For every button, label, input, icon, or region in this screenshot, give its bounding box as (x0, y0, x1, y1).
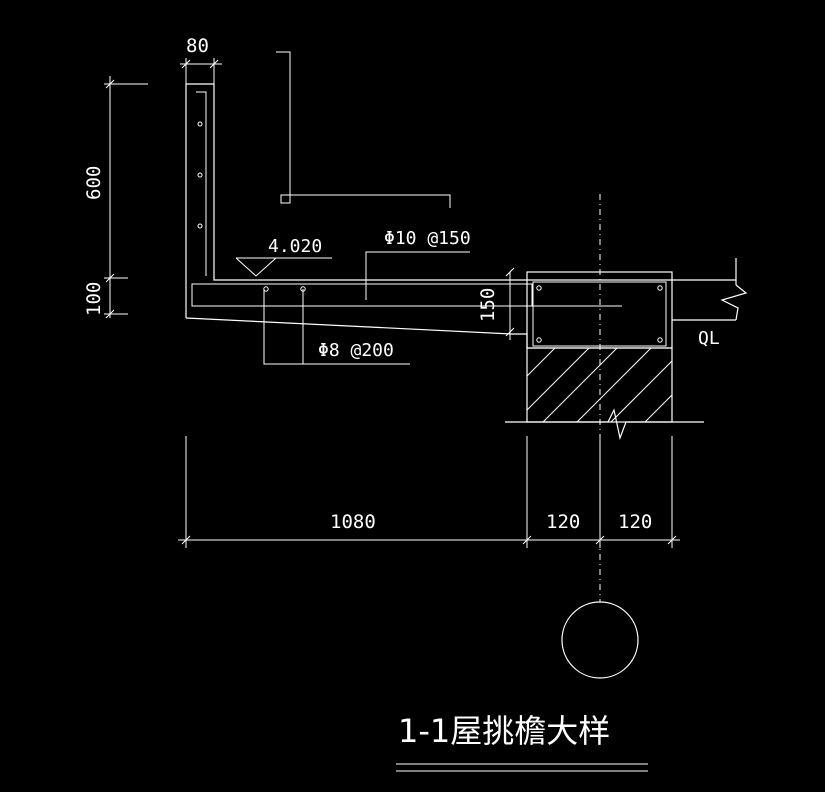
dimension-lines (104, 58, 680, 548)
dim-slab-thickness: 100 (83, 282, 105, 316)
elevation-marker (235, 257, 332, 277)
dim-half-wall-right: 120 (618, 511, 652, 533)
axis-bubble (561, 601, 639, 679)
top-rebar-label: Φ10 @150 (384, 228, 471, 249)
beam-label: QL (698, 328, 720, 349)
dim-overhang-length: 1080 (330, 511, 376, 533)
dim-beam-depth: 150 (477, 288, 499, 322)
leader-lines (263, 51, 470, 365)
dim-parapet-height: 600 (83, 166, 105, 200)
drawing-title: 1-1屋挑檐大样 (398, 712, 610, 750)
elevation-label: 4.020 (268, 236, 322, 257)
bottom-rebar-label: Φ8 @200 (318, 340, 394, 361)
parapet-outline (185, 83, 512, 318)
dim-parapet-width: 80 (186, 35, 209, 57)
brick-wall (505, 347, 704, 441)
dim-half-wall-left: 120 (546, 511, 580, 533)
cantilever-slab (185, 283, 622, 348)
